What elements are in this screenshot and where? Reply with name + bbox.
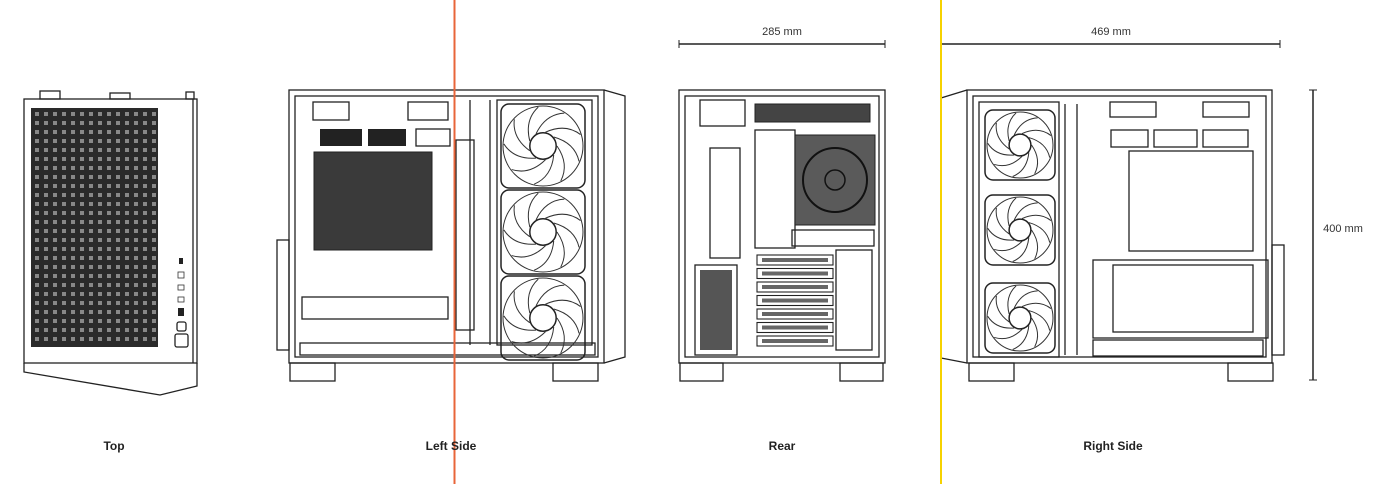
fan-icon (984, 109, 1056, 181)
expansion-slots (756, 254, 834, 347)
power-button-icon (174, 333, 189, 348)
left-side-view-label: Left Side (425, 439, 477, 453)
depth-dimension-label: 469 mm (1091, 26, 1131, 38)
right-side-view-drawing (940, 89, 1285, 382)
usb-c-port-icon (178, 308, 184, 316)
height-dimension-line (1309, 89, 1317, 381)
rear-view-label: Rear (768, 439, 796, 453)
rear-view-drawing (678, 89, 886, 382)
width-dimension-label: 285 mm (762, 26, 802, 38)
right-side-view-label: Right Side (1083, 439, 1143, 453)
fan-icon (500, 275, 586, 361)
fan-icon (984, 282, 1056, 354)
right-fan-stack (984, 109, 1056, 354)
height-dimension-label: 400 mm (1323, 223, 1363, 235)
left-fan-stack (500, 103, 586, 361)
left-side-view-drawing (276, 89, 626, 382)
depth-dimension-line (941, 40, 1281, 48)
power-led-icon (179, 258, 183, 264)
fan-icon (500, 189, 586, 275)
top-view-label: Top (103, 439, 125, 453)
reset-button-icon (176, 321, 187, 332)
fan-icon (984, 194, 1056, 266)
top-view-drawing (23, 90, 198, 396)
fan-icon (500, 103, 586, 189)
width-dimension-line (678, 40, 886, 48)
top-mesh-panel (31, 108, 158, 347)
